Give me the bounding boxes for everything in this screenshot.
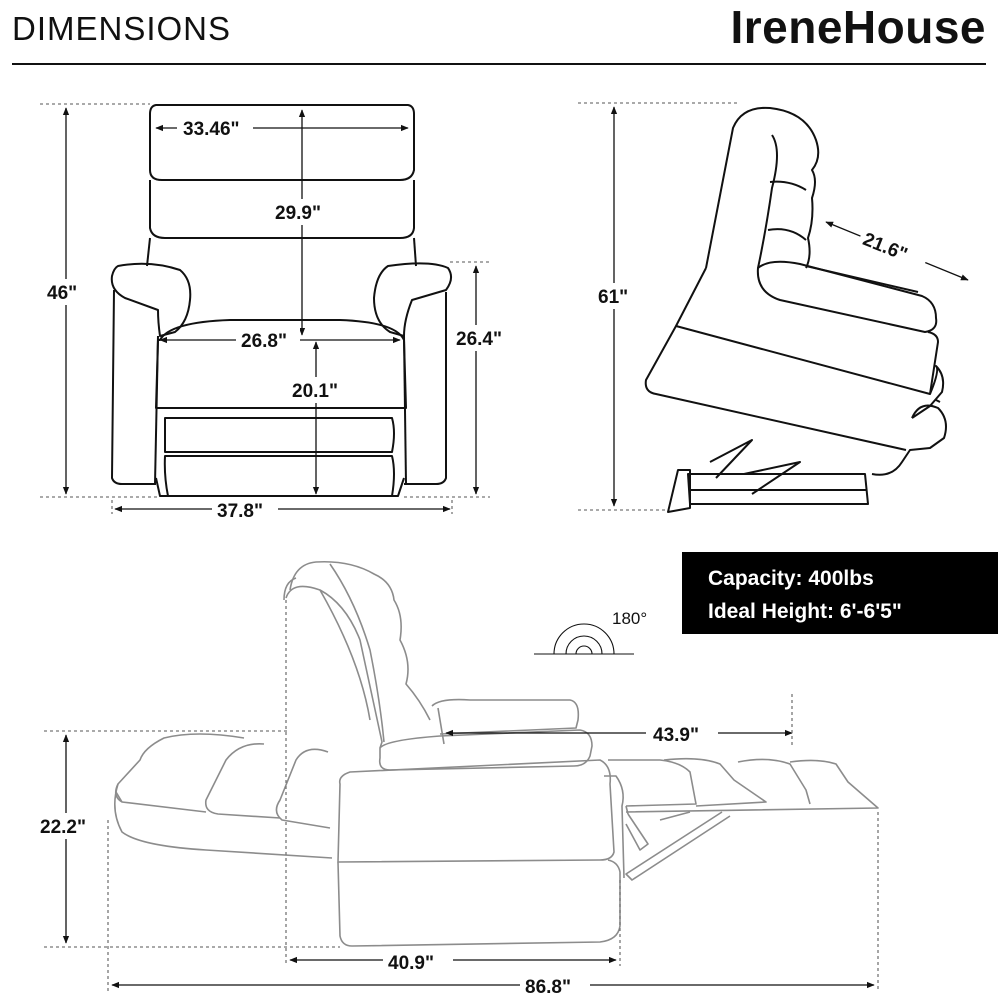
label-bg [520, 975, 590, 999]
recline-angle-icon [534, 623, 634, 655]
front-total-width-label: 37.8" [217, 501, 263, 522]
label-bg [36, 813, 104, 839]
recline-angle-label: 180° [612, 609, 647, 628]
label-bg [646, 721, 718, 747]
label-bg [44, 279, 90, 305]
brand-logo: IreneHouse [730, 1, 986, 53]
label-bg [177, 116, 253, 140]
label-bg [383, 950, 453, 974]
label-bg [236, 328, 300, 352]
header-divider [12, 63, 986, 65]
front-seat-width-label: 26.8" [241, 331, 287, 352]
recline-footrest-length-label: 43.9" [653, 725, 699, 746]
capacity-text: Capacity: 400lbs [708, 567, 874, 590]
side-view-chair [644, 106, 947, 513]
front-arm-height-label: 26.4" [456, 329, 502, 350]
front-total-height-label: 46" [47, 283, 77, 304]
reclined-view-outline [283, 577, 297, 601]
spec-box: Capacity: 400lbs Ideal Height: 6'-6'5" [682, 552, 998, 634]
reclined-view-dimensions [44, 600, 879, 992]
recline-height-label: 22.2" [40, 817, 86, 838]
label-bg [286, 377, 352, 403]
label-bg [212, 498, 278, 522]
front-back-width-label: 33.46" [183, 119, 240, 140]
front-view-chair [110, 104, 452, 497]
label-bg [596, 283, 642, 309]
page-title: DIMENSIONS [12, 10, 232, 47]
recline-base-depth-label: 40.9" [388, 953, 434, 974]
recline-total-length-label: 86.8" [525, 977, 571, 998]
side-total-height-label: 61" [598, 287, 628, 308]
label-bg [268, 199, 336, 225]
front-seat-height-label: 20.1" [292, 381, 338, 402]
reclined-view-chair [114, 560, 879, 947]
ideal-height-text: Ideal Height: 6'-6'5" [708, 600, 902, 623]
label-bg [452, 325, 518, 351]
front-back-height-label: 29.9" [275, 203, 321, 224]
label-bg [855, 222, 931, 276]
